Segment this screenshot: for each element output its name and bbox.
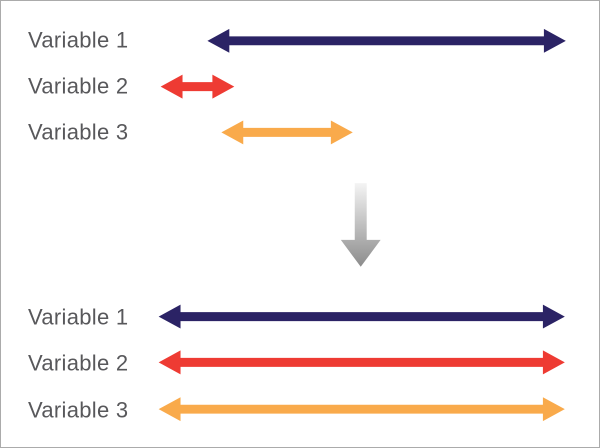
before-range-arrow-variable-1	[207, 28, 566, 53]
before-range-arrow-variable-2	[160, 74, 235, 99]
after-variable-1-label: Variable 1	[28, 304, 129, 330]
after-variable-2-label: Variable 2	[28, 350, 129, 376]
after-range-arrow-variable-1	[158, 304, 565, 329]
before-range-arrow-variable-3	[221, 120, 353, 145]
before-variable-3-label: Variable 3	[28, 119, 129, 145]
after-range-arrow-variable-2	[158, 350, 565, 375]
transform-down-arrow	[340, 183, 381, 267]
before-variable-1-label: Variable 1	[28, 27, 129, 53]
before-variable-2-label: Variable 2	[28, 73, 129, 99]
after-range-arrow-variable-3	[158, 397, 565, 422]
after-variable-3-label: Variable 3	[28, 397, 129, 423]
